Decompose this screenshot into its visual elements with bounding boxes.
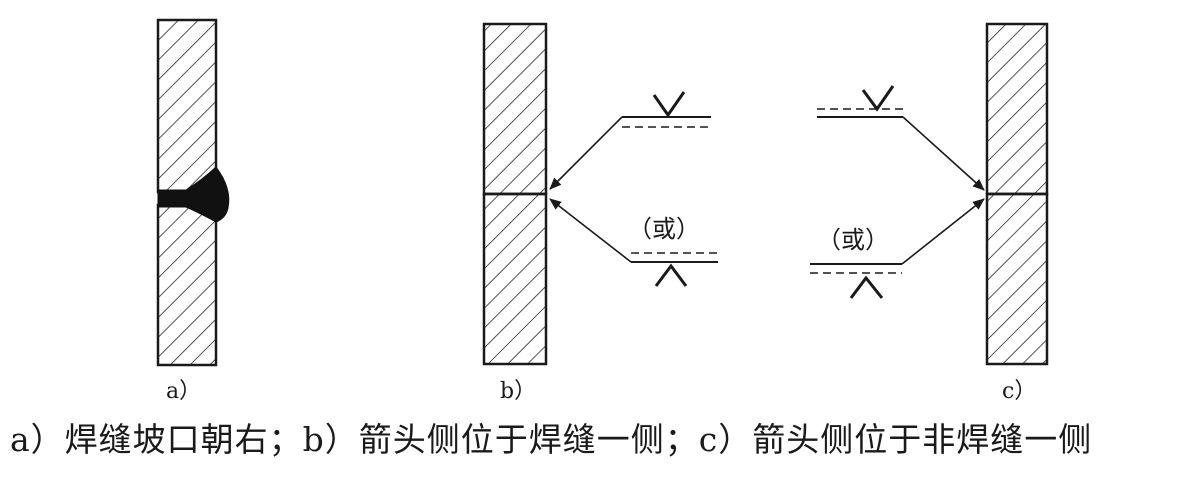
v-groove-symbol-upper [652, 91, 686, 118]
panel-a-label: a） [166, 379, 201, 404]
figure-caption: a）焊缝坡口朝右；b）箭头侧位于焊缝一侧；c）箭头侧位于非焊缝一侧 [10, 420, 1093, 459]
weld-bead [157, 166, 230, 223]
plate-upper [482, 22, 548, 196]
v-groove-symbol-lower [654, 263, 688, 287]
v-groove-symbol-upper [861, 85, 895, 112]
panel-b-label: b） [500, 379, 536, 404]
plate-lower [985, 192, 1049, 366]
plate-lower [482, 192, 548, 366]
panel-b: （或） b） [482, 22, 718, 404]
panel-c-label: c） [1002, 379, 1036, 404]
alt-label-c: （或） [817, 226, 889, 254]
plate-upper [156, 18, 218, 194]
arrow-line-lower [901, 198, 985, 265]
panel-c: （或） c） [810, 22, 1049, 404]
alt-label-b: （或） [628, 215, 700, 243]
panel-a: a） [156, 18, 230, 404]
plate-upper [985, 22, 1049, 196]
v-groove-symbol-lower [849, 275, 884, 299]
arrow-line-lower [549, 198, 632, 263]
arrow-line-upper [549, 116, 623, 190]
plate-lower [156, 203, 218, 367]
arrow-line-upper [902, 116, 985, 191]
